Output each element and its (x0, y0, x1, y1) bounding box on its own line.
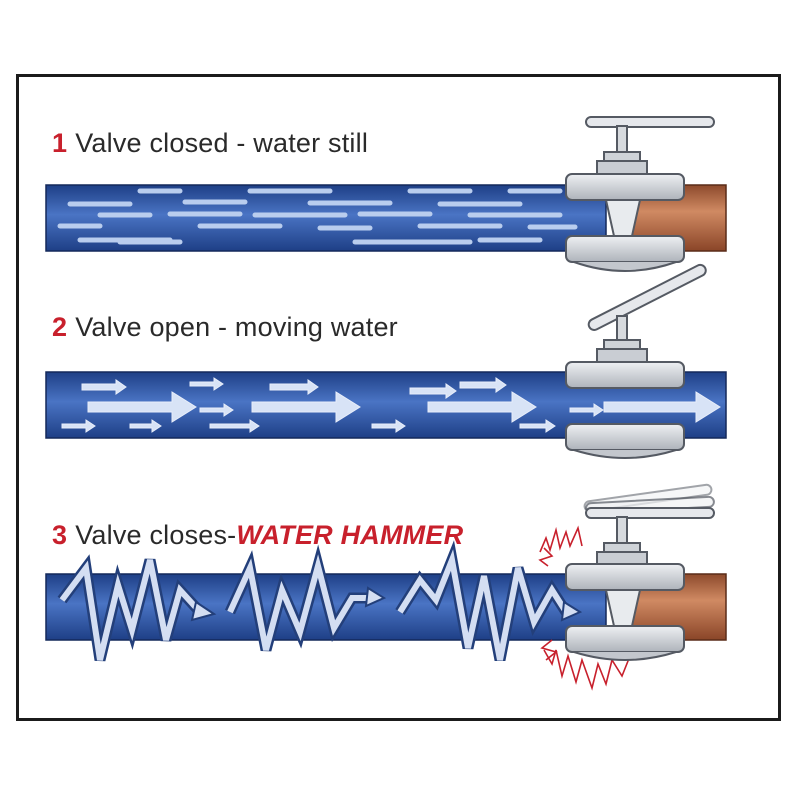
zigzag-arrow-heads (190, 586, 583, 622)
valve-3 (565, 483, 715, 661)
still-water-lines (57, 188, 578, 245)
valve-1 (565, 116, 715, 272)
step-3-text: Valve closes- (75, 520, 237, 550)
step-2-number: 2 (52, 312, 68, 342)
step-3-number: 3 (52, 520, 68, 550)
valve-2 (565, 263, 707, 459)
panel-2-pipe-assembly (45, 263, 727, 459)
step-1-text: Valve closed - water still (75, 128, 369, 158)
moving-water-arrows (61, 377, 721, 433)
step-1-number: 1 (52, 128, 68, 158)
step-2-text: Valve open - moving water (75, 312, 398, 342)
water-hammer-zigzag-arrows-fill (59, 549, 569, 661)
panel-1-pipe-assembly (45, 116, 727, 272)
panel-3-pipe-assembly (45, 483, 727, 691)
water-hammer-emphasis: WATER HAMMER (236, 520, 464, 550)
